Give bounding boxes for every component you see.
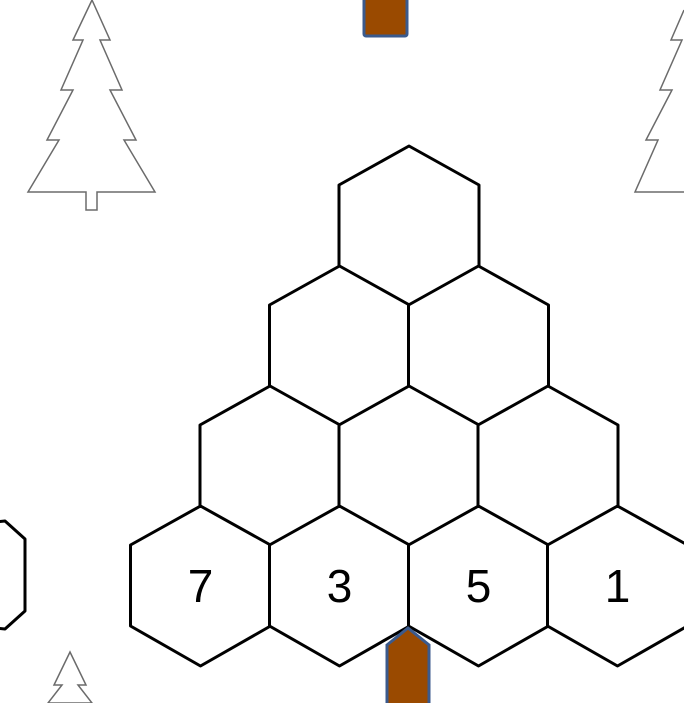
tree-outline-icon-right xyxy=(635,10,684,192)
tree-outline-icon-left xyxy=(28,0,155,210)
hex-cell-value: 1 xyxy=(605,560,631,612)
trunk-icon-top xyxy=(364,0,407,36)
tree-outline-icon-bottom xyxy=(48,652,92,703)
hex-cell-value: 5 xyxy=(466,560,492,612)
trunk-icon-bottom xyxy=(387,628,429,703)
hex-cell-value: 3 xyxy=(327,560,353,612)
hex-grid: 7 3 5 1 xyxy=(131,146,684,666)
hexagon-icon-partial xyxy=(0,521,25,629)
hex-cell-value: 7 xyxy=(188,560,214,612)
